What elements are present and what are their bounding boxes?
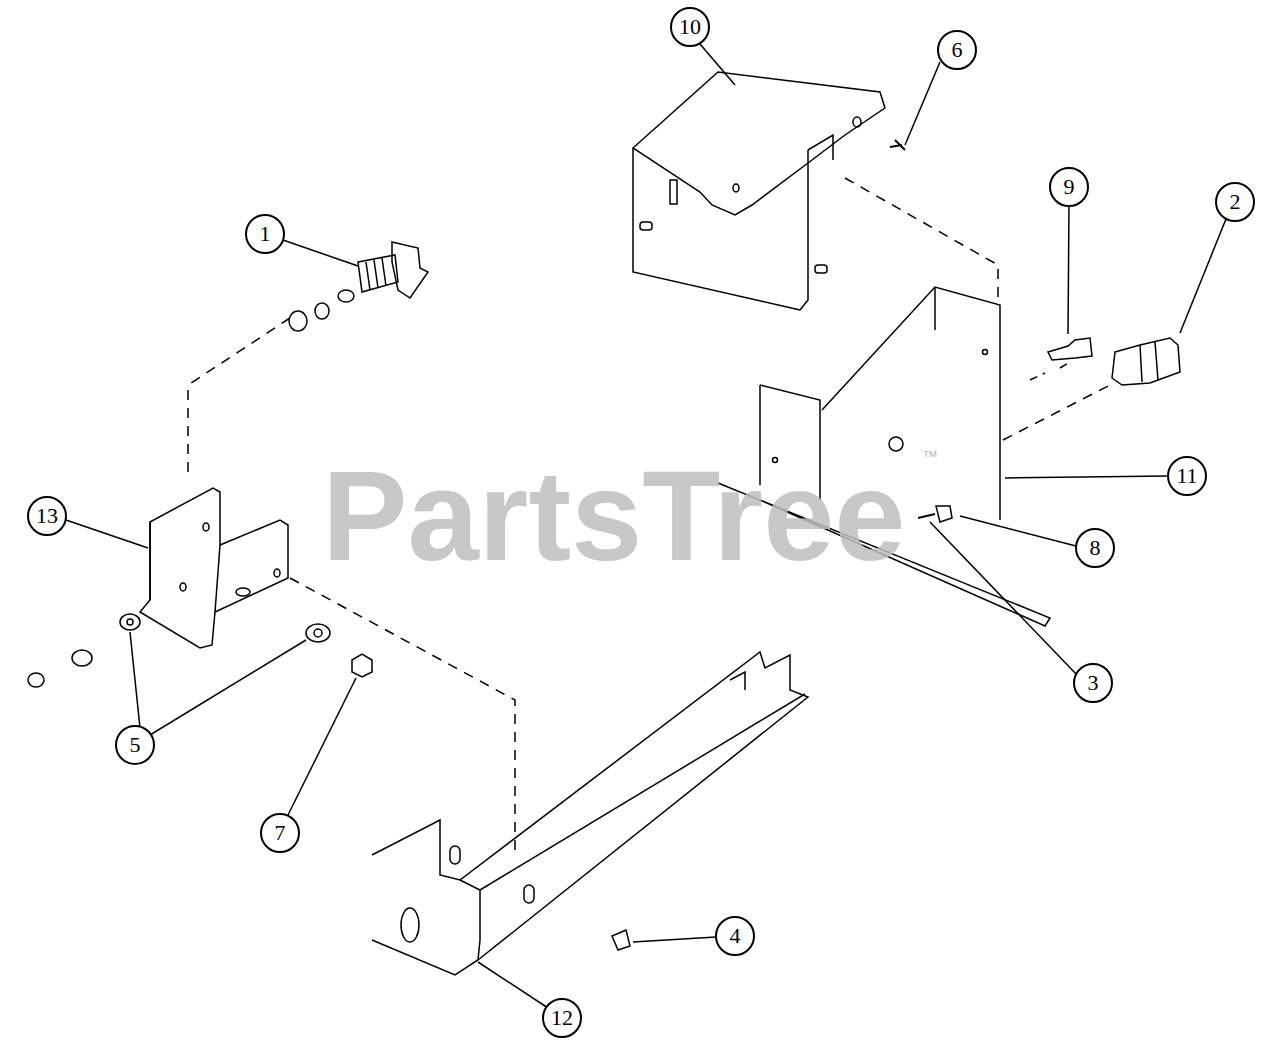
callout-number: 7 [260,813,300,853]
channel-part [372,652,808,975]
plunger-switch-part [289,242,428,331]
assembly-line [188,178,998,850]
callout-number: 8 [1075,528,1115,568]
mount-bracket-part [28,488,372,687]
callout-number: 5 [115,725,155,765]
cover-part [633,72,905,310]
leader-line [66,44,1226,1008]
watermark: PartsTree [322,452,906,580]
callout-number: 10 [670,7,710,47]
callout-number: 1 [245,214,285,254]
callout-number: 11 [1167,456,1207,496]
callout-number: 13 [27,496,67,536]
trademark-mark: ™ [922,448,938,466]
callout-number: 4 [715,916,755,956]
callout-number: 3 [1073,663,1113,703]
switch-part [1003,338,1180,440]
callout-number: 6 [937,30,977,70]
callout-number: 2 [1215,182,1255,222]
callout-number: 12 [542,998,582,1038]
callout-number: 9 [1049,167,1089,207]
